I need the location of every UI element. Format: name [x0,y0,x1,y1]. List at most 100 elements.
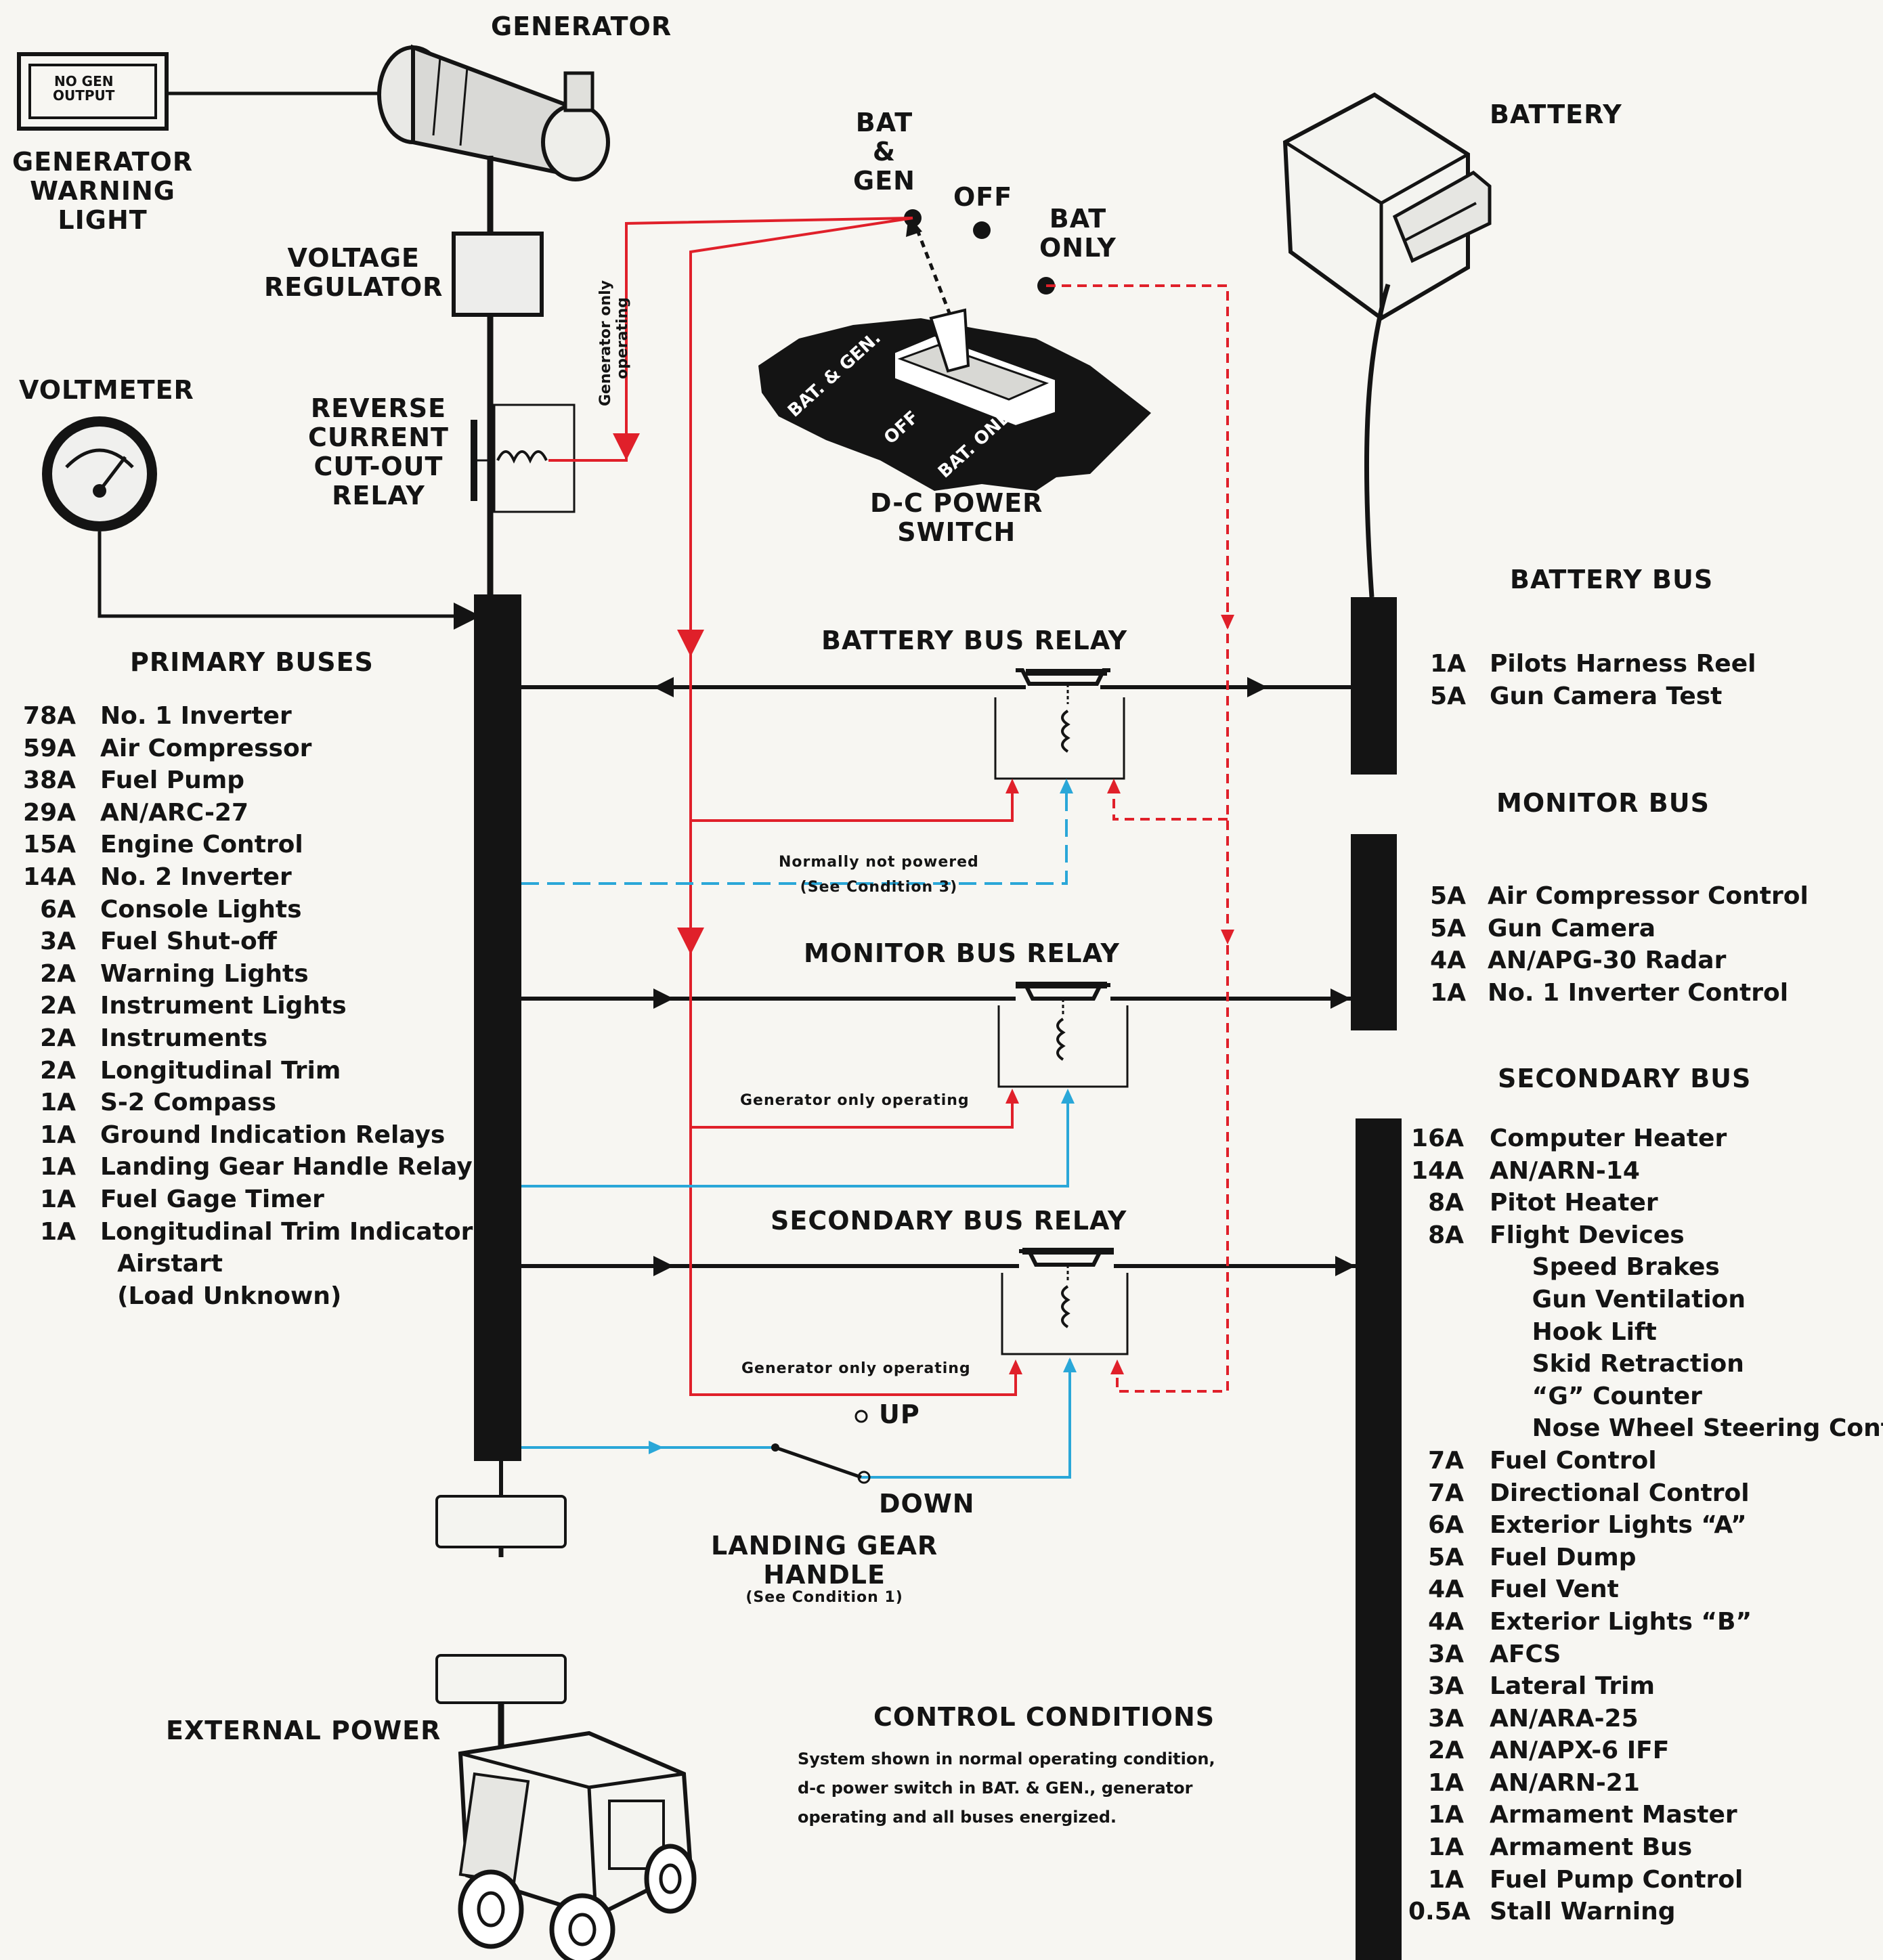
load-name: Stall Warning [1490,1898,1676,1926]
load-amperage: 3A [1428,1704,1464,1733]
generator-only-vertical-note: Generator only operating [597,280,631,406]
load-amperage: 5A [1430,682,1466,710]
load-row: 0.5A Stall Warning [1408,1896,1882,1928]
load-name: Warning Lights [100,959,309,988]
control-conditions-line-3: operating and all buses energized. [798,1808,1117,1827]
battery-bus-bar [1351,597,1397,775]
monitor-bus-bar [1351,834,1397,1030]
generator-warning-light [17,52,379,131]
load-amperage: 7A [1428,1446,1464,1475]
bat-gen-line-1: BAT [855,108,913,137]
load-amperage: 6A [40,895,76,923]
load-amperage: 5A [1428,1543,1464,1571]
battery-title: BATTERY [1490,100,1622,129]
landing-gear-down-label: DOWN [879,1489,975,1519]
load-name: Fuel Control [1490,1446,1657,1475]
load-name: Instrument Lights [100,992,347,1020]
load-name: Gun Camera Test [1490,682,1723,710]
control-conditions-line-2: d-c power switch in BAT. & GEN., generat… [798,1779,1193,1798]
dc-power-switch-title: D-C POWER SWITCH [870,489,1043,547]
red-wire-arrowheads [1005,615,1234,1374]
load-name: Gun Ventilation [1490,1285,1746,1313]
load-amperage: 4A [1428,1575,1464,1604]
load-name: AN/ARA-25 [1490,1704,1639,1733]
normally-not-powered-line-2: (See Condition 3) [800,878,958,896]
reverse-current-line-2: CURRENT [308,422,449,452]
load-amperage: 0.5A [1408,1898,1471,1926]
load-amperage: 2A [1428,1737,1464,1765]
secondary-bus-relay-icon [1001,1248,1129,1355]
voltage-regulator-line-1: VOLTAGE [287,243,420,273]
blue-wire-arrowheads [649,779,1077,1454]
load-amperage: 78A [23,702,76,730]
load-row: 5A Gun Camera [1412,913,1879,945]
load-amperage: 5A [1430,914,1466,942]
load-amperage: 14A [1411,1156,1464,1185]
landing-gear-handle-title: LANDING GEAR HANDLE (See Condition 1) [711,1531,938,1607]
load-amperage: 5A [1430,882,1466,910]
load-row: Speed Brakes [1408,1251,1882,1284]
load-amperage: 8A [1428,1221,1464,1249]
battery-icon [1282,92,1492,598]
generator-only-vertical-line-2: operating [614,297,631,379]
load-amperage: 1A [1430,978,1466,1007]
load-name: Pilots Harness Reel [1490,650,1756,678]
load-amperage: 3A [1428,1672,1464,1701]
dc-power-switch-icon [758,209,1151,491]
generator-only-note-1: Generator only operating [740,1092,970,1109]
voltmeter-label: VOLTMETER [19,375,194,405]
load-amperage: 1A [40,1185,76,1213]
voltage-regulator-line-2: REGULATOR [264,271,443,302]
load-amperage: 3A [40,928,76,956]
load-amperage: 38A [23,766,76,795]
reverse-current-relay-label: REVERSE CURRENT CUT-OUT RELAY [308,394,449,510]
landing-gear-condition-note: (See Condition 1) [745,1588,903,1606]
load-row: (Load Unknown) [14,1280,460,1313]
load-name: S-2 Compass [100,1089,277,1117]
load-amperage: 1A [1430,650,1466,678]
control-conditions-title: CONTROL CONDITIONS [873,1702,1215,1732]
monitor-bus-relay-icon [997,982,1129,1088]
voltmeter-icon [42,416,481,630]
primary-bus-bar [474,594,521,1461]
load-name: Air Compressor Control [1488,882,1809,910]
load-amperage: 7A [1428,1479,1464,1507]
load-row: Skid Retraction [1408,1348,1882,1380]
load-name: Engine Control [100,831,303,859]
red-control-wires [574,217,1017,1396]
load-row: Nose Wheel Steering Cont [1408,1412,1883,1445]
battery-bus-title: BATTERY BUS [1510,565,1714,594]
load-amperage: 4A [1428,1607,1464,1636]
load-name: Gun Camera [1488,914,1656,942]
load-row: 5A Gun Camera Test [1412,680,1872,713]
warning-light-label-line-2: WARNING [30,175,175,206]
normally-not-powered-note: Normally not powered (See Condition 3) [779,854,979,896]
secondary-bus-bar [1356,1118,1402,1960]
load-row: 7A Fuel Control [1408,1445,1882,1477]
bat-gen-line-3: GEN [853,165,915,196]
load-name: Instruments [100,1024,268,1052]
load-row: 2A Instruments [14,1022,460,1055]
blue-control-wires [521,784,1071,1479]
external-power-connector-icon [435,1461,567,1750]
load-name: Computer Heater [1490,1125,1727,1152]
load-row: 3A AN/ARA-25 [1408,1703,1882,1735]
load-amperage: 8A [1428,1189,1464,1217]
load-name: No. 1 Inverter [100,702,292,730]
power-cart-icon [458,1730,697,1960]
control-conditions-line-1: System shown in normal operating conditi… [798,1749,1215,1768]
load-amperage: 2A [40,1024,76,1052]
bus-feed-lines [521,685,1356,1268]
load-row: Airstart [14,1248,460,1280]
load-amperage: 15A [23,831,76,859]
